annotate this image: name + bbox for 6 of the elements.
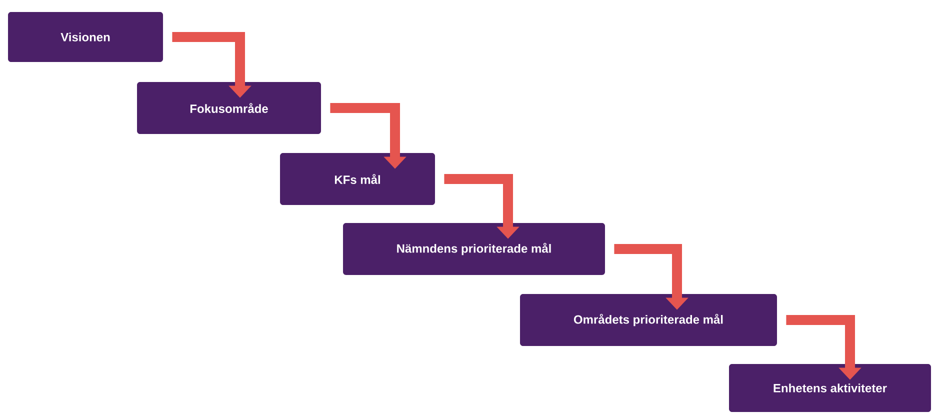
process-box: Områdets prioriterade mål: [520, 294, 777, 346]
process-box: Fokusområde: [137, 82, 321, 134]
process-box: KFs mål: [280, 153, 435, 205]
process-box: Visionen: [8, 12, 163, 62]
process-box: Nämndens prioriterade mål: [343, 223, 605, 275]
process-box: Enhetens aktiviteter: [729, 364, 931, 412]
